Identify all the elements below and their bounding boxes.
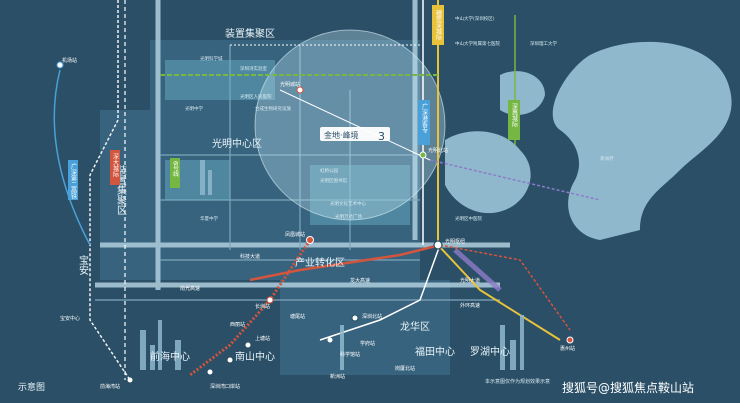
label-guangming-ave: 光明大道 bbox=[460, 277, 480, 284]
label-longda: 龙大高速 bbox=[350, 277, 370, 284]
label-tangwei: 塘尾站 bbox=[290, 313, 305, 320]
label-shekou: 深圳湾口岸站 bbox=[210, 383, 240, 390]
project-bubble bbox=[255, 30, 445, 220]
district-nanshan-center: 南山中心 bbox=[235, 350, 275, 363]
lingnan-label: 广深第二高铁 bbox=[70, 162, 77, 200]
green-line-label: 深惠城际 bbox=[511, 102, 518, 128]
label-huizhou: 惠州站 bbox=[560, 345, 575, 352]
poi-lake: 茅洲河 bbox=[600, 155, 614, 162]
poi-park: 虹桥公园 bbox=[320, 167, 338, 174]
project-marker: 金地·峰境 3 bbox=[320, 127, 390, 143]
district-qianhai-center: 前海中心 bbox=[150, 350, 190, 363]
label-changzhen: 长圳站 bbox=[255, 303, 270, 310]
label-shangtang: 上塘站 bbox=[255, 335, 270, 342]
poi-hospital2: 光明区中医院 bbox=[455, 215, 482, 222]
purple-band bbox=[453, 248, 502, 292]
label-qianhai: 前海湾站 bbox=[100, 383, 120, 390]
station-huizhou bbox=[566, 336, 574, 344]
district-industry: 产业转化区 bbox=[295, 256, 345, 269]
label-fenghuang: 凤凰城站 bbox=[285, 231, 305, 238]
disclaimer: 本示意图仅作为规划效果示意 bbox=[485, 378, 550, 385]
poi-sci-city: 光明科学城 bbox=[200, 55, 223, 62]
white-diag bbox=[279, 89, 431, 161]
station-xinchao bbox=[327, 337, 333, 343]
water-body bbox=[445, 41, 732, 240]
poi-market: 光明万达广场 bbox=[335, 213, 362, 220]
label-nanguang: 南光高速 bbox=[180, 285, 200, 292]
label-xuefu: 学府站 bbox=[360, 340, 375, 347]
project-brand-mark: 3 bbox=[378, 130, 385, 143]
station-guangming-hub bbox=[433, 240, 443, 250]
station-shangtang bbox=[245, 342, 251, 348]
lingnan-tag bbox=[68, 160, 78, 200]
red-line-tag bbox=[110, 150, 120, 185]
station-fenghuang bbox=[306, 236, 314, 244]
poi-library: 光明区图书馆 bbox=[320, 177, 347, 184]
yellow-line-tag bbox=[432, 5, 444, 45]
label-guangming-city: 光明城站 bbox=[280, 81, 300, 88]
label-keyuan: 科学馆站 bbox=[340, 351, 360, 358]
project-name: 金地·峰境 bbox=[324, 130, 359, 140]
skyline bbox=[140, 160, 524, 370]
station-shekou bbox=[207, 369, 213, 375]
station-qianhai bbox=[127, 377, 133, 383]
label-xinchao: 新洲站 bbox=[330, 373, 345, 380]
red-line-east bbox=[249, 243, 441, 282]
station-xili bbox=[227, 357, 233, 363]
poi-guangming-school: 光明中学 bbox=[185, 105, 203, 112]
poi-culture: 光明文化艺术中心 bbox=[330, 200, 366, 207]
station-airport bbox=[56, 61, 64, 69]
label-shenzhen-north: 深圳北站 bbox=[362, 313, 382, 320]
label-guangming-hub: 光明枢纽 bbox=[445, 238, 465, 245]
blue-line-west bbox=[53, 69, 91, 246]
label-airport: 机场站 bbox=[62, 57, 77, 64]
white-line-south bbox=[319, 244, 441, 341]
poi-zhongshan-univ: 中山大学(深圳校区) bbox=[455, 15, 495, 22]
district-longhua: 龙华区 bbox=[400, 320, 430, 333]
label-xili: 西丽站 bbox=[230, 321, 245, 328]
poi-zhongshan-hospital: 中山大学附属第七医院 bbox=[455, 40, 500, 47]
red-line-south bbox=[189, 239, 312, 377]
label-guangming-north: 光明北站 bbox=[428, 147, 448, 154]
svg-text:宝安: 宝安 bbox=[77, 254, 89, 276]
station-guangming-city bbox=[296, 86, 304, 94]
secondary-roads bbox=[95, 45, 500, 301]
station-markers bbox=[56, 61, 574, 383]
dashed-line-west bbox=[89, 0, 131, 381]
yellow-line-label: 穗莞深城际 bbox=[435, 9, 442, 41]
poi-school2: 华夏中学 bbox=[200, 215, 218, 222]
station-changzhen bbox=[266, 296, 274, 304]
guangming-south-label: 广深港客专 bbox=[421, 102, 428, 134]
district-zhuangbei-top: 装置集聚区 bbox=[225, 27, 275, 40]
station-guangming-north bbox=[419, 151, 427, 159]
district-guangming-center: 光明中心区 bbox=[212, 137, 262, 150]
district-futian-center: 福田中心 bbox=[415, 345, 455, 358]
label-huanzhong: 外环高速 bbox=[460, 302, 480, 309]
label-gangxia-north: 岗厦北站 bbox=[395, 365, 415, 372]
metro-lines bbox=[53, 0, 601, 381]
station-shenzhen-north bbox=[351, 314, 359, 322]
line6-tag bbox=[170, 158, 180, 188]
label-keqi: 科技大道 bbox=[240, 253, 260, 260]
watermark: 搜狐号@搜狐焦点鞍山站 bbox=[562, 380, 694, 395]
project-bubble-ring bbox=[254, 29, 446, 221]
blue-line-tag bbox=[418, 100, 430, 145]
purple-dashed bbox=[429, 159, 601, 201]
highlight-zones bbox=[165, 60, 410, 225]
district-luohu-center: 罗湖中心 bbox=[470, 345, 510, 358]
label-baoan-center: 宝安中心 bbox=[60, 315, 80, 322]
district-baoan: 宝安 bbox=[77, 254, 89, 276]
line6-label: 6号线 bbox=[172, 161, 179, 177]
poi-guangming-hospital: 光明区人民医院 bbox=[240, 93, 272, 100]
poi-sci-lab: 深圳湾实验室 bbox=[240, 65, 267, 72]
legend-label: 示意图 bbox=[18, 381, 45, 393]
poi-synchrotron: 合成生物研究设施 bbox=[255, 105, 291, 112]
red-line-label: 深大城际 bbox=[112, 152, 119, 178]
green-line-tag bbox=[508, 100, 520, 140]
poi-uni2: 深圳理工大学 bbox=[530, 40, 557, 47]
